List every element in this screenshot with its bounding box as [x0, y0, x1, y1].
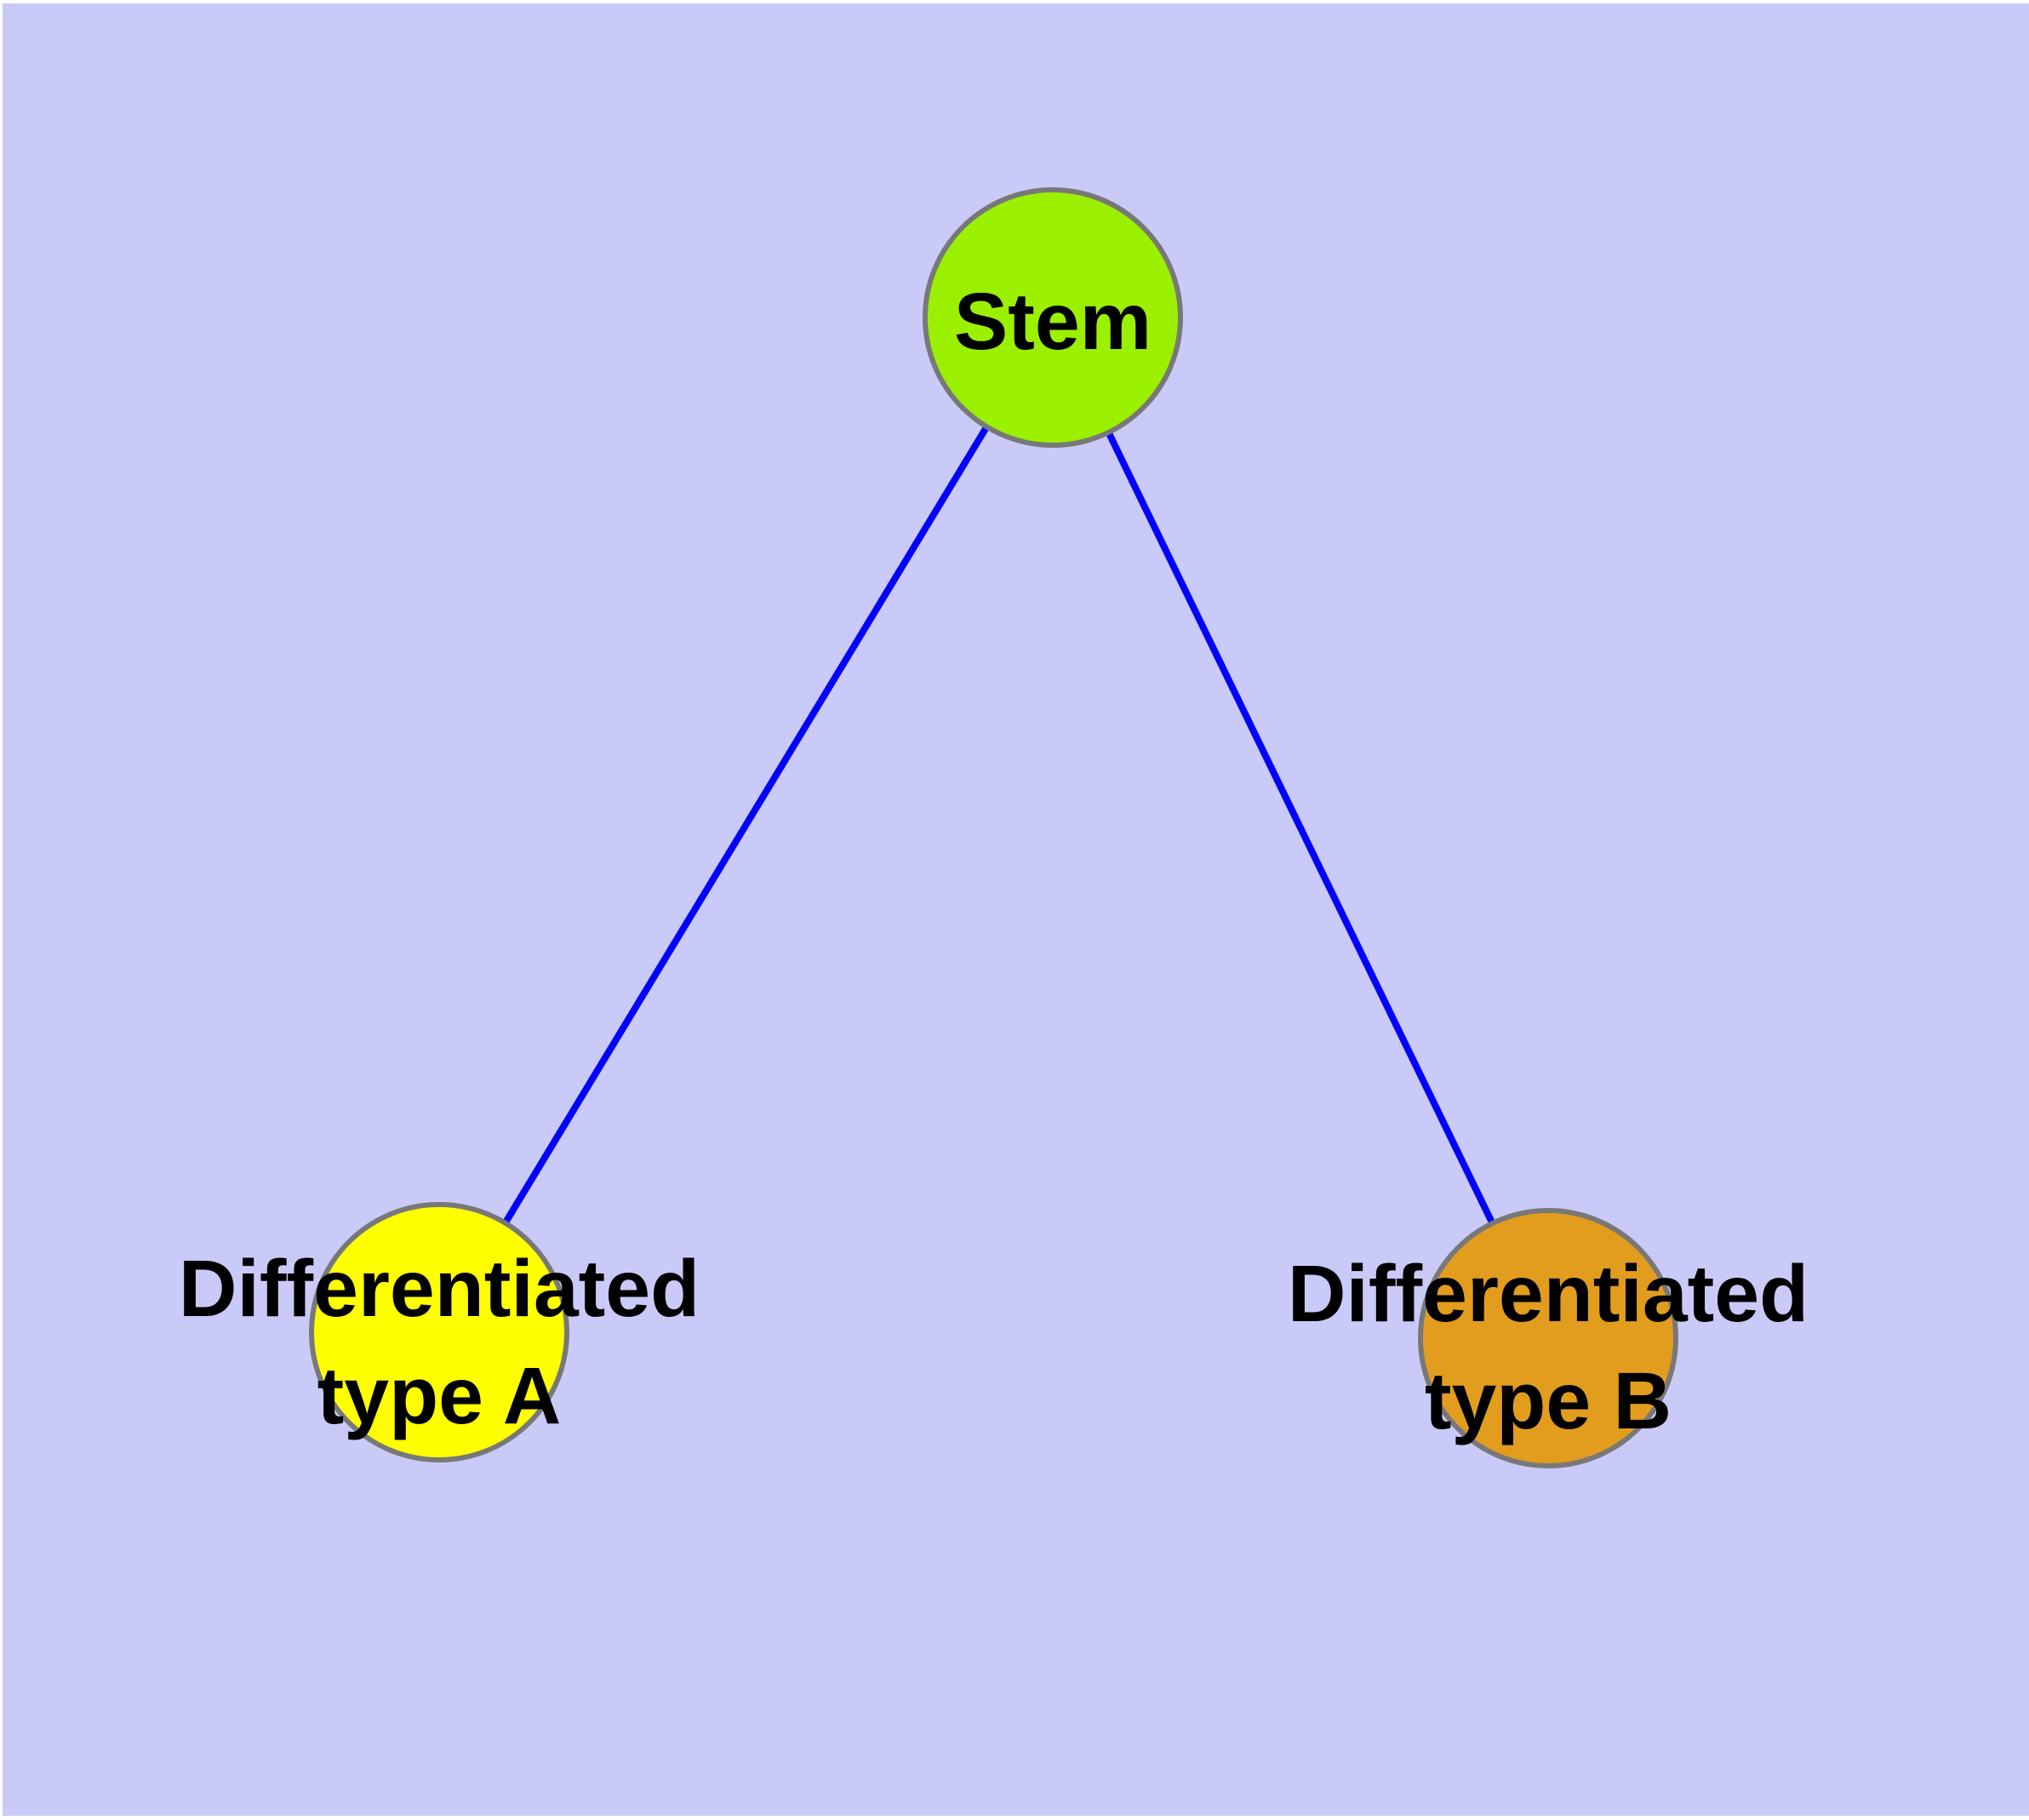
node-type-a-label-line1: Differentiated — [179, 1244, 700, 1334]
edge-stem-to-type-a — [436, 314, 1056, 1336]
node-differentiated-type-a — [309, 1202, 569, 1462]
node-stem — [923, 187, 1183, 448]
node-type-b-label-line2: type B — [1425, 1356, 1672, 1446]
edge-stem-to-type-b — [1049, 314, 1552, 1342]
node-type-a-label-line2: type A — [317, 1351, 562, 1441]
node-stem-label: Stem — [954, 277, 1152, 367]
node-differentiated-type-b — [1418, 1208, 1678, 1468]
node-type-b-label-line1: Differentiated — [1288, 1249, 1809, 1339]
